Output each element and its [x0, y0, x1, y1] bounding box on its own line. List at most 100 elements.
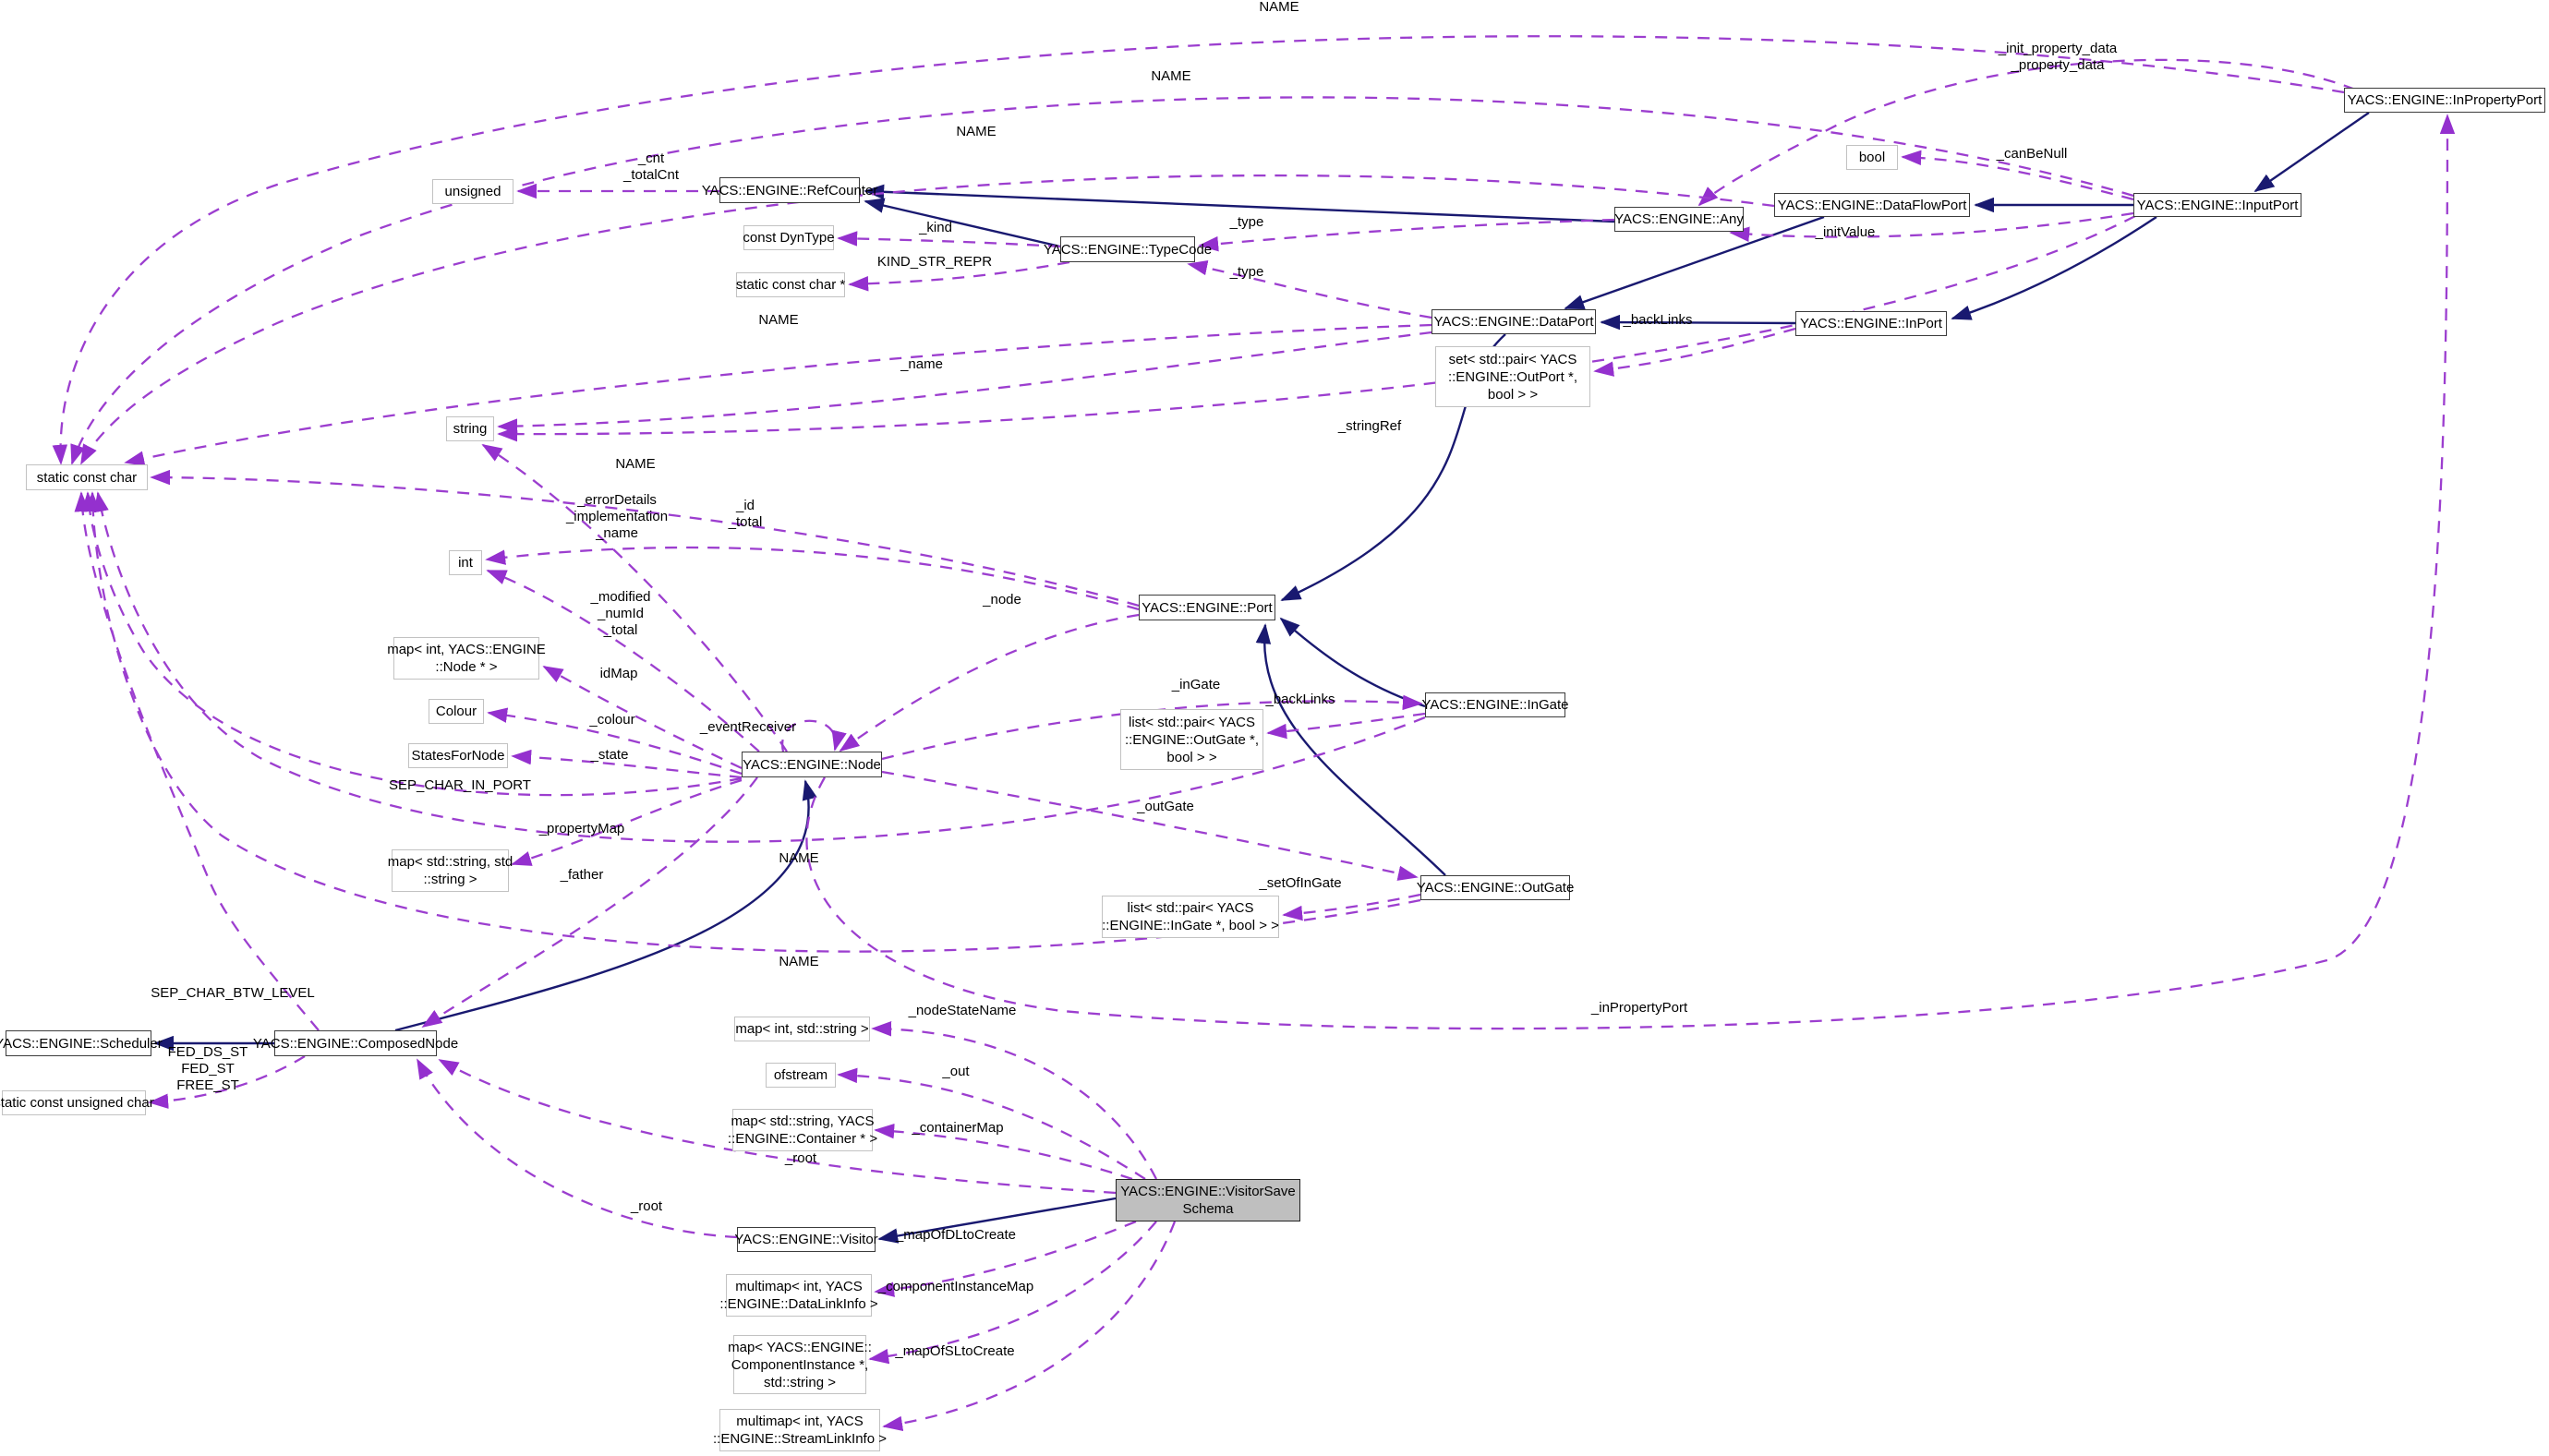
edge-label-line: _totalCnt — [622, 167, 680, 183]
class-node-scheduler[interactable]: YACS::ENGINE::Scheduler — [0, 1030, 163, 1056]
node-label-line: map< std::string, std — [387, 854, 513, 870]
edge-label-line: _type — [1229, 214, 1264, 230]
edge-label-line: NAME — [956, 124, 997, 139]
node-label-line: YACS::ENGINE::VisitorSave — [1120, 1184, 1296, 1199]
edge-label-line: NAME — [1151, 68, 1191, 84]
edge-label-line: FED_DS_ST — [167, 1044, 248, 1060]
node-label-line: Colour — [435, 704, 477, 719]
edge-label-node-composednode: _father — [561, 867, 604, 884]
type-node-constdyntype: const DynType — [743, 225, 835, 250]
node-label-line: unsigned — [444, 184, 501, 199]
edge-dataport-to-typecode — [1187, 259, 1432, 319]
edge-label-line: _total — [728, 514, 763, 530]
class-node-dataport[interactable]: YACS::ENGINE::DataPort — [1432, 309, 1596, 334]
type-node-bool: bool — [1846, 145, 1898, 170]
edge-inputport-to-bool — [1901, 150, 2134, 201]
edge-label-line: _backLinks — [1265, 692, 1335, 707]
edge-label-line: _inGate — [1171, 677, 1221, 692]
type-node-string: string — [446, 416, 494, 441]
edge-label-outgate-listingate: _setOfInGate — [1259, 875, 1341, 892]
edge-visitorsaveschema-to-visitor — [877, 1197, 1117, 1244]
edge-label-line: NAME — [615, 456, 656, 472]
node-label-line: StatesForNode — [411, 748, 505, 764]
edge-label-visitor-composednode: _root — [631, 1198, 662, 1215]
edge-label-line: _name — [900, 356, 943, 372]
node-label-line: const DynType — [743, 230, 835, 246]
class-node-refcounter[interactable]: YACS::ENGINE::RefCounter — [702, 177, 877, 203]
edge-node-to-mapstringstring — [511, 778, 743, 866]
edge-dataflowport-to-dataport — [1564, 215, 1825, 310]
edge-label-line: _setOfInGate — [1259, 875, 1342, 891]
edge-node-to-int — [486, 569, 760, 752]
node-label-line: YACS::ENGINE::Node — [743, 756, 881, 773]
edge-label-line: _mapOfSLtoCreate — [895, 1343, 1015, 1359]
node-label-line: map< int, std::string > — [735, 1021, 869, 1037]
edge-visitorsaveschema-to-composednode — [438, 1058, 1117, 1195]
edge-label-line: _initValue — [1815, 224, 1876, 240]
node-label-line: bool — [1858, 150, 1886, 165]
node-label-line: bool > > — [1487, 386, 1539, 403]
edge-label-line: _colour — [589, 712, 635, 728]
class-node-inpropertyport[interactable]: YACS::ENGINE::InPropertyPort — [2344, 88, 2545, 113]
type-node-listingate: list< std::pair< YACS::ENGINE::InGate *,… — [1102, 896, 1279, 938]
class-node-inport[interactable]: YACS::ENGINE::InPort — [1795, 311, 1947, 336]
node-label-line: multimap< int, YACS — [735, 1279, 863, 1294]
node-label-line: YACS::ENGINE::InputPort — [2136, 197, 2299, 213]
edge-any-to-refcounter — [864, 184, 1615, 223]
edge-port-to-node — [839, 613, 1140, 752]
node-label-line: list< std::pair< YACS — [1127, 900, 1254, 916]
edge-label-inputport-any: _initValue — [1816, 224, 1876, 241]
class-node-typecode[interactable]: YACS::ENGINE::TypeCode — [1044, 236, 1212, 262]
type-node-unsigned: unsigned — [432, 179, 513, 204]
class-node-outgate[interactable]: YACS::ENGINE::OutGate — [1417, 875, 1574, 900]
edge-inputport-to-any — [1729, 211, 2134, 242]
edge-label-inputport-bool: _canBeNull — [1997, 146, 2068, 162]
edge-label-line: _componentInstanceMap — [877, 1279, 1034, 1294]
edge-node-to-string — [481, 444, 788, 752]
edge-label-outgate-staticconstchar: NAME — [779, 954, 818, 970]
class-node-port[interactable]: YACS::ENGINE::Port — [1139, 595, 1275, 620]
class-node-composednode[interactable]: YACS::ENGINE::ComposedNode — [253, 1030, 458, 1056]
edge-label-any-typecode: _type — [1230, 214, 1264, 231]
edge-label-visitorsaveschema-mapstringcontainer: _containerMap — [912, 1120, 1003, 1137]
node-label-line: list< std::pair< YACS — [1128, 714, 1255, 730]
edge-label-line: NAME — [779, 954, 819, 969]
edge-label-line: _state — [590, 747, 629, 763]
edge-inpropertyport-to-any — [1697, 58, 2356, 207]
edge-port-to-int — [485, 546, 1140, 611]
edge-inpropertyport-to-staticconstchar — [52, 35, 2345, 465]
edge-inport-to-setoutport — [1593, 327, 1796, 377]
edge-label-node-statesfornode: _state — [591, 747, 629, 764]
edge-node-to-staticconstchar — [81, 491, 743, 797]
class-node-inputport[interactable]: YACS::ENGINE::InputPort — [2133, 193, 2301, 217]
edge-label-line: _containerMap — [912, 1120, 1004, 1136]
edge-label-port-staticconstchar: NAME — [615, 456, 655, 473]
edge-inport-to-dataport — [1600, 314, 1796, 331]
class-node-dataflowport[interactable]: YACS::ENGINE::DataFlowPort — [1774, 193, 1970, 217]
edge-visitorsaveschema-to-mapcomponentinstance — [868, 1221, 1157, 1365]
edge-node-to-composednode — [421, 776, 758, 1029]
edge-label-node-string: _errorDetails_implementation_name — [566, 492, 668, 542]
edge-label-line: _backLinks — [1623, 312, 1693, 328]
type-node-multimapstreamlink: multimap< int, YACS::ENGINE::StreamLinkI… — [713, 1409, 887, 1451]
edge-label-line: _nodeStateName — [908, 1003, 1017, 1018]
node-label-line: std::string > — [764, 1374, 836, 1390]
class-node-node[interactable]: YACS::ENGINE::Node — [742, 752, 882, 777]
node-label-line: static const unsigned char — [0, 1095, 154, 1111]
edge-label-node-int: _modified_numId_total — [590, 589, 650, 639]
edge-ingate-to-listoutgate — [1266, 712, 1426, 740]
edge-label-line: _name — [596, 525, 638, 541]
edge-label-line: SEP_CHAR_BTW_LEVEL — [151, 985, 315, 1001]
edge-label-node-colour: _colour — [589, 712, 634, 728]
class-node-ingate[interactable]: YACS::ENGINE::InGate — [1422, 692, 1568, 717]
edge-label-line: _errorDetails — [577, 492, 657, 508]
class-node-visitor[interactable]: YACS::ENGINE::Visitor — [734, 1227, 878, 1252]
type-node-multimapdatalink: multimap< int, YACS::ENGINE::DataLinkInf… — [719, 1274, 878, 1317]
edge-visitorsaveschema-to-mapstringcontainer — [874, 1123, 1133, 1181]
node-label-line: YACS::ENGINE::TypeCode — [1043, 241, 1213, 258]
edge-node-to-mapintnode — [542, 665, 743, 770]
edge-label-line: _id — [735, 498, 755, 513]
class-node-any[interactable]: YACS::ENGINE::Any — [1614, 207, 1744, 232]
